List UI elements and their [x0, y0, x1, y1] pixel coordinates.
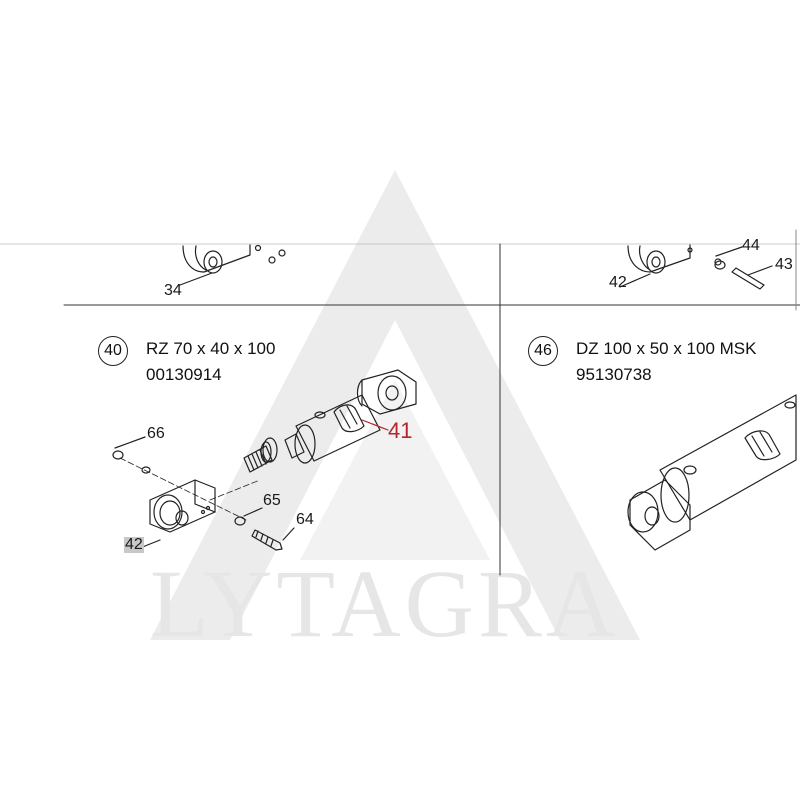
top-right-clevis-fragment [619, 244, 773, 290]
item-number-circle: 46 [528, 336, 558, 366]
part-number: 00130914 [146, 365, 222, 384]
part-title: DZ 100 x 50 x 100 MSK [576, 339, 757, 358]
item-number-circle: 40 [98, 336, 128, 366]
callout-42: 42 [124, 536, 144, 553]
part-title: RZ 70 x 40 x 100 [146, 339, 276, 358]
callout-64: 64 [296, 511, 314, 528]
callout-41: 41 [388, 418, 413, 443]
callout-65: 65 [263, 492, 281, 509]
callout-43: 43 [775, 256, 793, 273]
grid-lines [0, 229, 800, 576]
callout-42-top: 42 [609, 274, 627, 291]
cylinder-40-drawing [112, 369, 417, 553]
part-number: 95130738 [576, 365, 652, 384]
cylinder-46-drawing [627, 394, 797, 551]
callout-66: 66 [147, 425, 165, 442]
top-left-clevis-fragment [179, 244, 286, 286]
watermark-text: LYTAGRA [150, 550, 620, 657]
callout-34: 34 [164, 282, 182, 299]
callout-44: 44 [742, 237, 760, 254]
